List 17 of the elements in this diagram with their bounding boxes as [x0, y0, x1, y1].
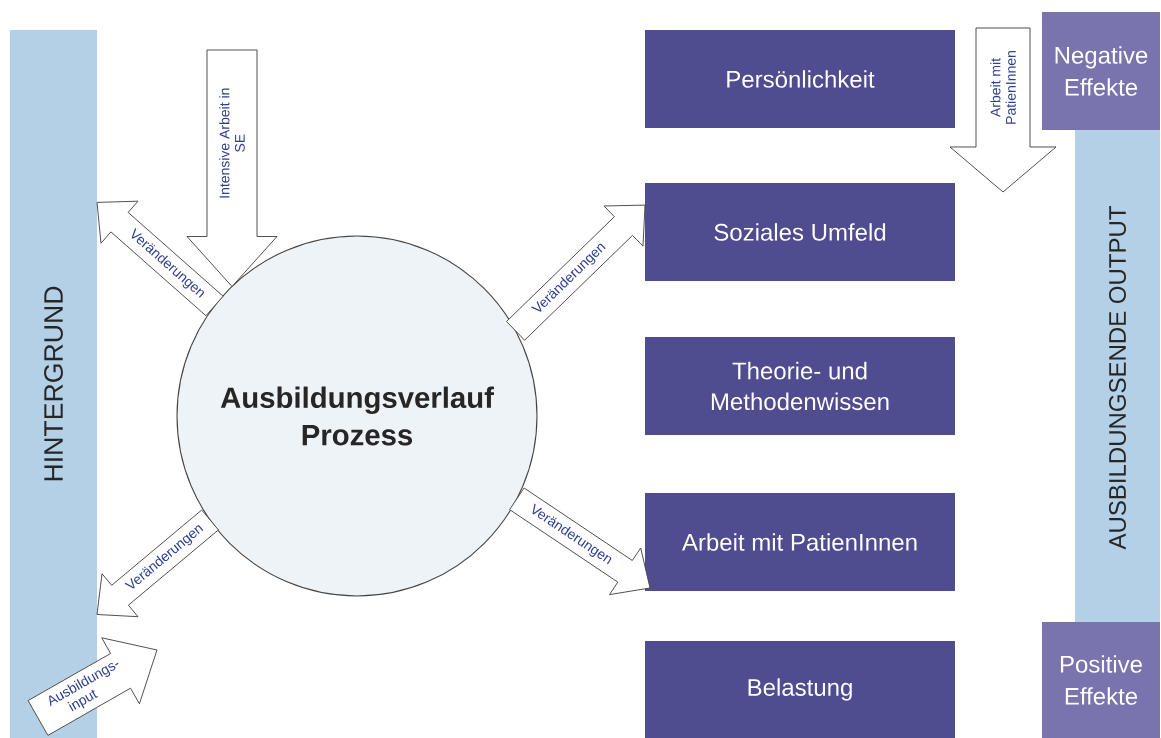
- side-band: AUSBILDUNGSENDE OUTPUT: [1075, 130, 1160, 625]
- category-box: Persönlichkeit: [645, 30, 955, 128]
- block-arrow: [949, 27, 1057, 193]
- arrow-label: Intensive Arbeit in SE: [219, 88, 245, 198]
- arrow-label: Arbeit mit PatienInnen: [990, 51, 1016, 124]
- block-arrow: [96, 200, 224, 317]
- block-arrow: [509, 487, 651, 596]
- category-box: Theorie- und Methodenwissen: [645, 337, 955, 435]
- block-arrow: [506, 204, 646, 341]
- category-box: Soziales Umfeld: [645, 183, 955, 281]
- category-box: Belastung: [645, 641, 955, 738]
- effect-box: Positive Effekte: [1042, 622, 1160, 738]
- effect-box: Negative Effekte: [1042, 12, 1160, 130]
- block-arrow: [186, 49, 278, 287]
- category-box: Arbeit mit PatienInnen: [645, 493, 955, 591]
- block-arrow: [27, 637, 158, 736]
- block-arrow: [96, 509, 219, 618]
